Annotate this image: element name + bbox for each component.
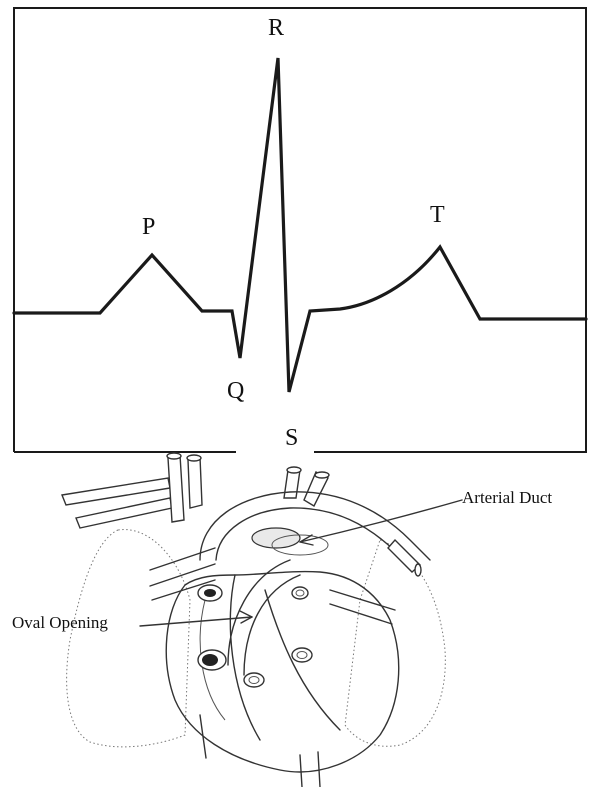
inferior-vessel-right: [300, 752, 320, 787]
valve-opening-2: [202, 654, 218, 666]
left-carotid-branch: [76, 498, 172, 528]
heart-illustration: Arterial Duct Oval Opening: [12, 453, 552, 787]
label-arterial-duct: Arterial Duct: [462, 488, 552, 507]
ecg-label-t: T: [430, 202, 445, 228]
arterial-duct-leader: [300, 500, 462, 542]
vessel-cap-1: [167, 453, 181, 459]
vessel-cap-3: [287, 467, 301, 473]
label-oval-opening: Oval Opening: [12, 613, 108, 632]
right-pulmonary-vessels: [330, 590, 395, 624]
valve-ring-5: [244, 673, 264, 687]
vessel-cap-4: [315, 472, 329, 478]
arterial-duct-vessel: [252, 528, 300, 548]
aortic-branch-1: [284, 470, 300, 498]
vessel-cap-5: [415, 564, 421, 576]
ecg-panel: R P T Q S: [14, 8, 586, 452]
ecg-label-q: Q: [227, 378, 244, 404]
valve-ring-3: [292, 587, 308, 599]
ecg-waveform: [14, 58, 586, 392]
ecg-label-s: S: [285, 425, 298, 451]
vessel-cap-2: [187, 455, 201, 461]
svc-stem-left: [168, 455, 184, 522]
ecg-label-r: R: [268, 15, 284, 41]
ecg-frame: [14, 8, 586, 452]
right-lung: [345, 540, 445, 746]
valve-ring-4: [292, 648, 312, 662]
svc-stem-right: [188, 457, 202, 508]
ecg-label-p: P: [142, 214, 155, 240]
inferior-vessel-left: [200, 715, 206, 758]
valve-opening-1: [204, 589, 216, 597]
heart-outline: [166, 572, 398, 772]
